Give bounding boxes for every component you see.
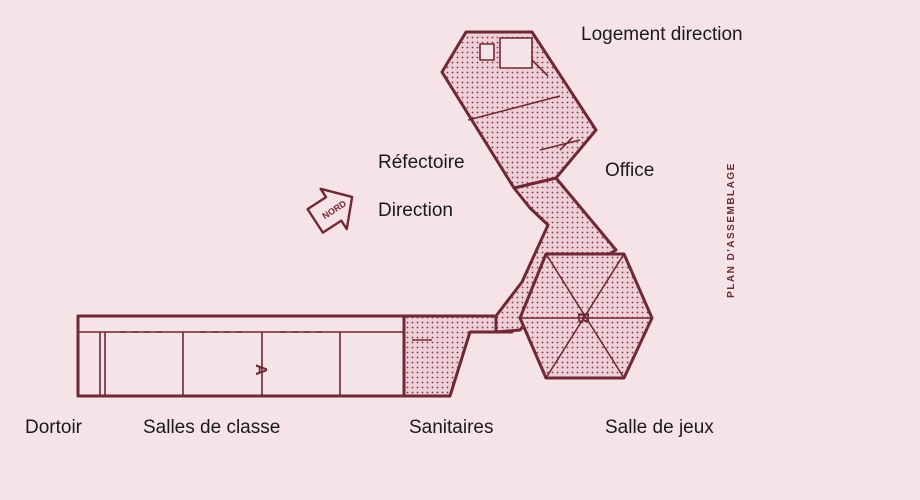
classroom-marker: A <box>252 364 269 376</box>
north-arrow-icon: NORD <box>306 187 354 234</box>
label-salle-de-jeux: Salle de jeux <box>605 417 714 438</box>
classroom-wing: A <box>76 314 412 398</box>
label-sanitaires: Sanitaires <box>409 417 494 438</box>
label-office: Office <box>605 160 655 181</box>
hall-marker: B <box>574 312 591 324</box>
label-logement-direction: Logement direction <box>581 24 743 45</box>
label-refectoire: Réfectoire <box>378 152 465 173</box>
refectoire-wing <box>440 30 598 190</box>
label-dortoir: Dortoir <box>25 417 83 438</box>
salle-de-jeux-hall: B <box>518 252 654 380</box>
label-direction: Direction <box>378 200 453 221</box>
label-salles-de-classe: Salles de classe <box>143 417 281 438</box>
plan-side-title: PLAN D'ASSEMBLAGE <box>726 162 737 298</box>
